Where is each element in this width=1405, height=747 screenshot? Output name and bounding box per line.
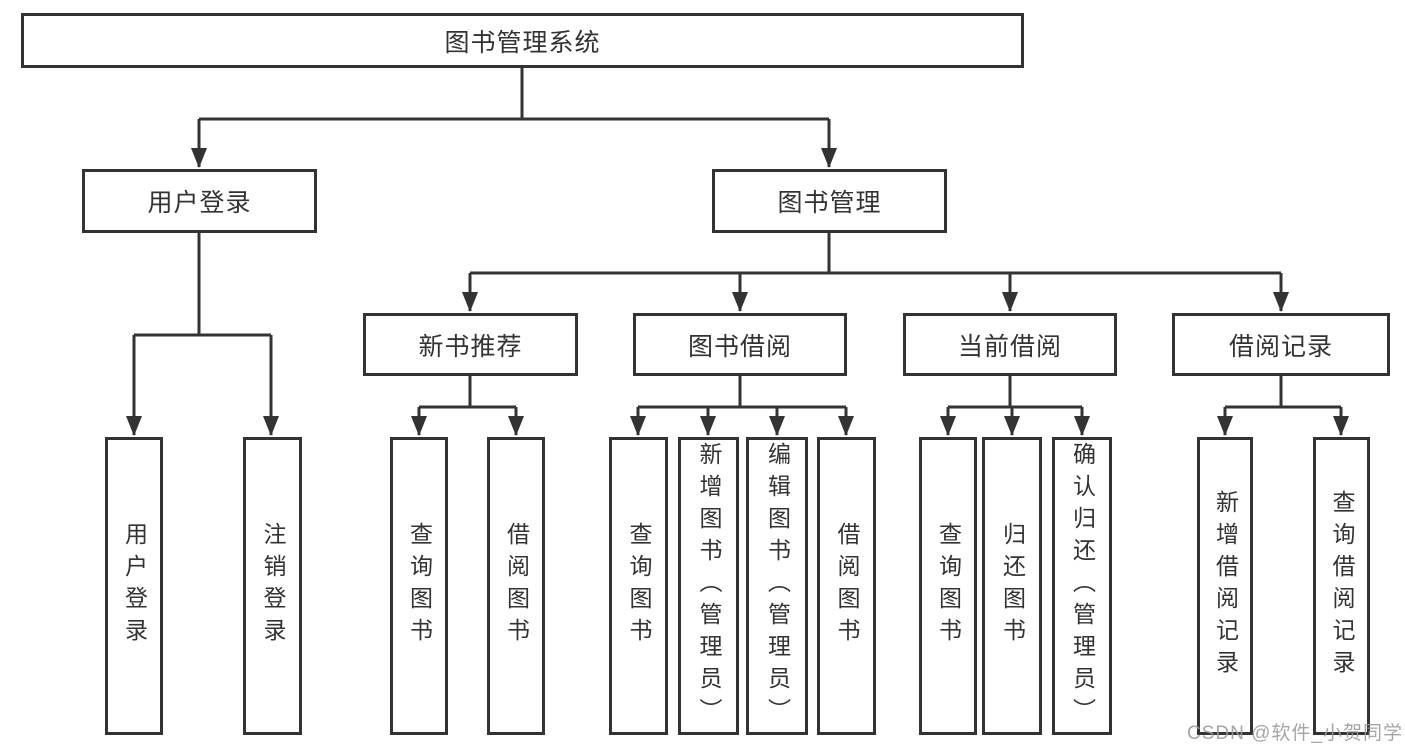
node-book-borrowing: 图书借阅 (633, 313, 847, 376)
leaf-user-login: 用户登录 (105, 437, 163, 735)
node-label: 新书推荐 (418, 332, 523, 361)
leaf-query-books-borrowing: 查询图书 (609, 437, 668, 735)
node-label: 用户登录 (121, 522, 148, 650)
node-label: 图书管理 (777, 189, 882, 217)
leaf-add-books-admin: 新增图书（管理员） (678, 437, 739, 735)
node-label: 用户登录 (147, 189, 252, 217)
node-label: 归还图书 (999, 522, 1026, 650)
node-label: 当前借阅 (957, 332, 1062, 361)
node-label: 借阅图书 (834, 522, 860, 650)
leaf-confirm-return-admin: 确认归还（管理员） (1052, 437, 1112, 735)
csdn-watermark: CSDN @软件_小贺同学 (1187, 723, 1403, 744)
node-label: 图书管理系统 (444, 28, 601, 57)
connector-current-to-leaves (940, 407, 1090, 436)
leaf-query-books-current: 查询图书 (919, 437, 977, 735)
node-new-book-recommend: 新书推荐 (363, 313, 578, 376)
leaf-query-books-recommend: 查询图书 (390, 437, 448, 735)
connector-userlogin-to-leaves (126, 335, 279, 436)
leaf-add-borrow-record: 新增借阅记录 (1197, 437, 1253, 735)
node-borrowing-records: 借阅记录 (1172, 313, 1390, 376)
connector-bookmgmt-to-level3 (462, 273, 1289, 312)
leaf-edit-books-admin: 编辑图书（管理员） (746, 437, 808, 735)
node-label: 图书借阅 (687, 332, 792, 361)
node-label: 注销登录 (260, 522, 286, 650)
node-label: 查询图书 (935, 522, 962, 650)
node-label: 借阅记录 (1228, 332, 1333, 361)
node-current-borrowing: 当前借阅 (903, 313, 1117, 376)
node-book-management: 图书管理 (712, 169, 947, 233)
leaf-logout: 注销登录 (243, 437, 302, 735)
connector-root-to-level2 (191, 119, 837, 168)
leaf-borrow-books-borrowing: 借阅图书 (817, 437, 876, 735)
node-label: 确认归还（管理员） (1069, 442, 1096, 730)
connector-borrowing-to-leaves (630, 407, 854, 436)
leaf-borrow-books-recommend: 借阅图书 (487, 437, 545, 735)
node-label: 新增图书（管理员） (696, 442, 722, 730)
node-label: 查询借阅记录 (1329, 490, 1355, 682)
node-label: 查询图书 (406, 522, 433, 650)
node-label: 新增借阅记录 (1212, 490, 1239, 682)
connector-records-to-leaves (1217, 407, 1349, 436)
leaf-return-books: 归还图书 (982, 437, 1042, 735)
node-label: 借阅图书 (503, 522, 530, 650)
node-user-login: 用户登录 (82, 169, 317, 233)
connector-recommend-to-leaves (411, 407, 524, 436)
leaf-query-borrow-record: 查询借阅记录 (1313, 437, 1370, 735)
node-library-management-system: 图书管理系统 (21, 13, 1024, 68)
node-label: 编辑图书（管理员） (764, 442, 791, 730)
node-label: 查询图书 (626, 522, 652, 650)
